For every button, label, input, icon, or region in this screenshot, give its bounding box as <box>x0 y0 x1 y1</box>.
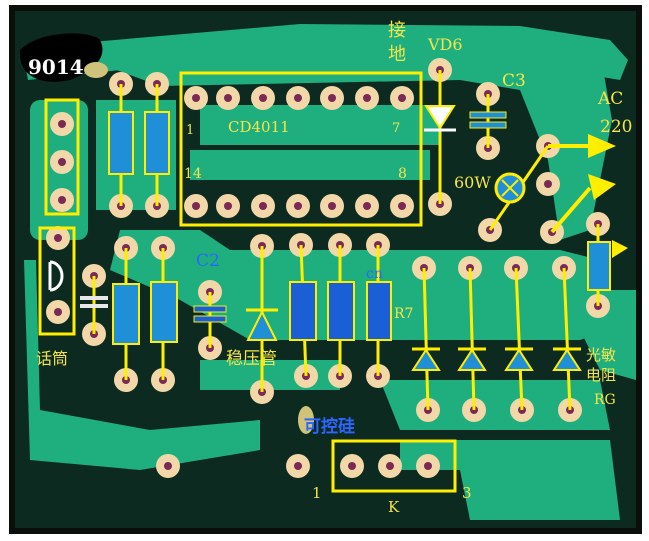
diode-lead <box>562 267 572 411</box>
diode-vd6 <box>424 105 456 130</box>
lamp <box>488 145 550 231</box>
capacitors <box>80 94 507 348</box>
pad-hole <box>54 234 62 242</box>
label-pin14: 14 <box>184 166 202 182</box>
label-r7: R7 <box>394 306 413 322</box>
bridge-diode <box>552 348 582 371</box>
glue-blob-2 <box>298 406 314 434</box>
glue-blob <box>84 62 108 78</box>
diode-lead <box>514 267 524 411</box>
label-ground: 接地 <box>388 20 406 65</box>
label-k1: 1 <box>312 484 322 502</box>
bridge-diode <box>504 348 534 371</box>
pad-hole <box>424 462 432 470</box>
label-zener: 稳压管 <box>226 349 277 369</box>
label-vd6: VD6 <box>427 35 463 54</box>
diode-lead <box>468 267 476 411</box>
photoresistor-rg <box>587 241 611 291</box>
pad-hole <box>224 94 232 102</box>
zener-diode <box>246 309 278 341</box>
pad-hole <box>192 202 200 210</box>
bridge-diode <box>457 348 487 371</box>
pad-hole <box>294 202 302 210</box>
label-pin7: 7 <box>392 121 400 136</box>
pads <box>46 58 610 478</box>
bridge-diode <box>411 348 441 371</box>
pad-hole <box>544 180 552 188</box>
label-c3: C3 <box>502 71 526 91</box>
label-c2: C2 <box>196 251 220 271</box>
resistor-r7 <box>366 281 392 341</box>
resistor-1 <box>108 111 134 175</box>
pad-hole <box>224 202 232 210</box>
pad-hole <box>259 94 267 102</box>
resistor-4 <box>150 281 178 343</box>
label-pin8: 8 <box>398 166 407 182</box>
pad-hole <box>58 158 66 166</box>
resistor-6 <box>327 281 355 341</box>
label-cd4011: CD4011 <box>228 118 290 136</box>
resistor-3 <box>112 283 140 345</box>
resistors <box>108 84 611 380</box>
resistor-2 <box>144 111 170 175</box>
label-ac: AC <box>597 89 623 109</box>
label-scr: 可控硅 <box>304 416 355 437</box>
pad-hole <box>192 94 200 102</box>
scr-outline <box>331 439 457 493</box>
label-k3: 3 <box>462 484 472 502</box>
pad-hole <box>363 94 371 102</box>
transistor-outline <box>44 98 80 216</box>
pad-hole <box>294 462 302 470</box>
microphone-icon <box>48 260 64 292</box>
pad-hole <box>328 202 336 210</box>
label-mic: 话筒 <box>36 349 68 368</box>
diode-lead <box>422 267 430 411</box>
label-photo: 光敏电阻 <box>586 346 616 384</box>
pad-hole <box>164 462 172 470</box>
label-pin1: 1 <box>186 123 194 138</box>
pad-hole <box>54 308 62 316</box>
ic-outline <box>179 71 423 227</box>
pad-hole <box>58 120 66 128</box>
label-9014: 9014 <box>28 55 84 79</box>
diodes <box>246 70 456 392</box>
labels: 9014 接地 VD6 C3 AC 220 CD4011 1 7 14 8 60… <box>28 20 632 516</box>
pad-hole <box>294 94 302 102</box>
label-k: K <box>388 498 400 516</box>
pad-hole <box>363 202 371 210</box>
bridge-rectifier <box>411 267 582 411</box>
mic-outline <box>38 226 76 336</box>
pad-hole <box>328 94 336 102</box>
label-60w: 60W <box>454 173 491 192</box>
pad-hole <box>348 462 356 470</box>
pad-hole <box>58 196 66 204</box>
pad-hole <box>386 462 394 470</box>
resistor-5 <box>289 281 317 341</box>
pad-hole <box>398 202 406 210</box>
label-rg: RG <box>594 392 616 408</box>
pad-hole <box>259 202 267 210</box>
pad-hole <box>398 94 406 102</box>
board-frame <box>9 5 642 534</box>
label-220: 220 <box>600 117 632 137</box>
ink-blob <box>19 33 103 82</box>
label-cn: cn <box>366 266 383 282</box>
ac-arrows <box>548 134 628 258</box>
